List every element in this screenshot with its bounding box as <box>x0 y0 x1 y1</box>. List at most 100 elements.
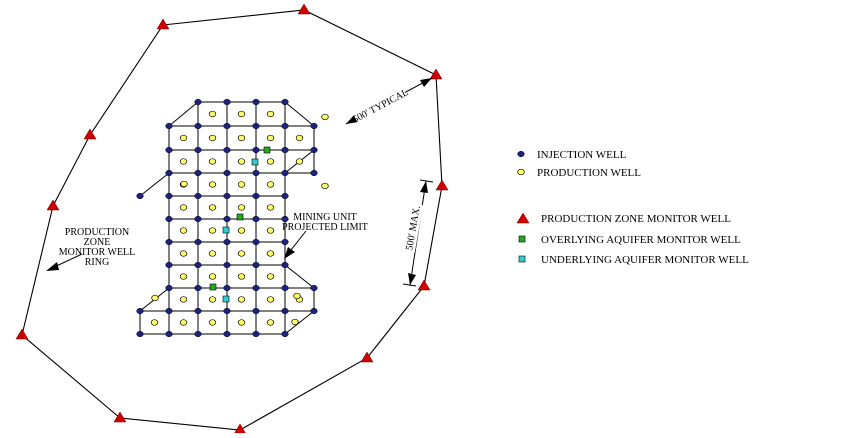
grid-boundary-line <box>284 101 315 127</box>
unit-label-line-1: MINING UNIT <box>293 212 357 223</box>
arrowhead-icon <box>408 273 416 285</box>
injection-well <box>281 146 289 154</box>
production-zone-monitor-well <box>83 128 97 140</box>
production-well <box>150 319 159 326</box>
underlying-aquifer-monitor-well <box>222 295 230 303</box>
injection-well <box>310 169 318 177</box>
injection-well <box>281 98 289 106</box>
production-zone-monitor-well <box>429 68 443 80</box>
legend-production-label: PRODUCTION WELL <box>537 167 641 179</box>
legend-item-injection: INJECTION WELL <box>517 149 627 161</box>
production-zone-monitor-well <box>233 423 247 435</box>
production-well <box>266 134 275 142</box>
production-well <box>293 292 301 300</box>
production-zone-monitor-well <box>156 18 170 30</box>
injection-well <box>252 238 260 246</box>
typical-spacing-label: 500' TYPICAL <box>351 87 410 126</box>
production-well <box>208 319 217 326</box>
injection-well <box>281 330 289 338</box>
production-well <box>266 296 275 303</box>
unit-label-group: MINING UNIT PROJECTED LIMIT <box>282 212 368 259</box>
injection-well <box>252 192 260 200</box>
ring-label-group: PRODUCTION ZONE MONITOR WELL RING <box>46 227 135 271</box>
production-zone-monitor-well <box>46 199 60 211</box>
ring-label-line-4: RING <box>85 257 109 268</box>
legend-monitor-label: PRODUCTION ZONE MONITOR WELL <box>541 213 731 225</box>
legend-item-production: PRODUCTION WELL <box>517 167 641 179</box>
injection-well <box>252 261 260 269</box>
production-well <box>237 273 246 280</box>
production-well <box>266 204 275 211</box>
production-well-icon <box>517 168 525 176</box>
injection-well <box>252 146 260 154</box>
injection-well <box>223 238 231 246</box>
injection-well <box>281 238 289 246</box>
production-well <box>180 180 188 188</box>
injection-well <box>165 284 173 292</box>
production-well <box>208 204 217 211</box>
production-well <box>237 204 246 211</box>
injection-well <box>194 192 202 200</box>
grid-boundary-line <box>139 172 170 197</box>
injection-well <box>165 122 173 130</box>
injection-well <box>310 122 318 130</box>
production-well <box>237 110 246 118</box>
injection-well <box>194 284 202 292</box>
injection-well <box>165 307 173 315</box>
production-well <box>266 273 275 280</box>
production-well <box>237 158 246 165</box>
injection-well <box>223 307 231 315</box>
injection-well <box>223 122 231 130</box>
injection-well <box>165 261 173 269</box>
injection-well <box>281 122 289 130</box>
production-zone-monitor-well <box>417 279 431 291</box>
production-well <box>295 134 304 142</box>
production-well <box>208 181 217 188</box>
legend: INJECTION WELL PRODUCTION WELL PRODUCTIO… <box>516 149 749 266</box>
production-well <box>321 113 329 121</box>
production-well <box>266 158 275 165</box>
production-well <box>208 158 217 165</box>
typical-label-bg <box>352 86 409 125</box>
grid-boundary-line <box>284 264 315 289</box>
production-well <box>321 182 329 190</box>
production-well <box>179 227 188 234</box>
production-well <box>237 227 246 234</box>
production-well <box>179 204 188 211</box>
underlying-monitor-icon <box>518 255 526 263</box>
legend-item-monitor: PRODUCTION ZONE MONITOR WELL <box>516 212 731 225</box>
legend-overlying-label: OVERLYING AQUIFER MONITOR WELL <box>541 234 741 246</box>
injection-well <box>136 330 144 338</box>
production-well <box>266 181 275 188</box>
injection-well <box>165 238 173 246</box>
production-well <box>266 227 275 234</box>
arrowhead-icon <box>46 262 59 271</box>
injection-well <box>281 169 289 177</box>
overlying-aquifer-monitor-well <box>236 213 244 221</box>
production-well <box>237 296 246 303</box>
underlying-aquifer-monitor-well <box>251 158 259 166</box>
overlying-aquifer-monitor-well <box>263 146 271 154</box>
injection-well <box>223 284 231 292</box>
injection-well <box>223 261 231 269</box>
production-well <box>295 158 304 165</box>
injection-well <box>194 122 202 130</box>
arrowhead-icon <box>420 78 432 87</box>
injection-well <box>165 192 173 200</box>
injection-well <box>252 169 260 177</box>
production-well <box>237 250 246 257</box>
dimension-tick <box>419 179 434 183</box>
production-well <box>179 134 188 142</box>
injection-well <box>281 261 289 269</box>
wellfield-grid <box>139 101 315 335</box>
production-well <box>208 250 217 257</box>
monitor-well-icon <box>516 212 530 224</box>
production-well <box>237 134 246 142</box>
production-well <box>208 110 217 118</box>
arrowhead-icon <box>420 181 428 193</box>
monitor-well-ring <box>15 3 449 435</box>
production-well <box>266 110 275 118</box>
grid-boundary-line <box>284 310 315 335</box>
injection-well <box>194 330 202 338</box>
injection-well <box>194 169 202 177</box>
